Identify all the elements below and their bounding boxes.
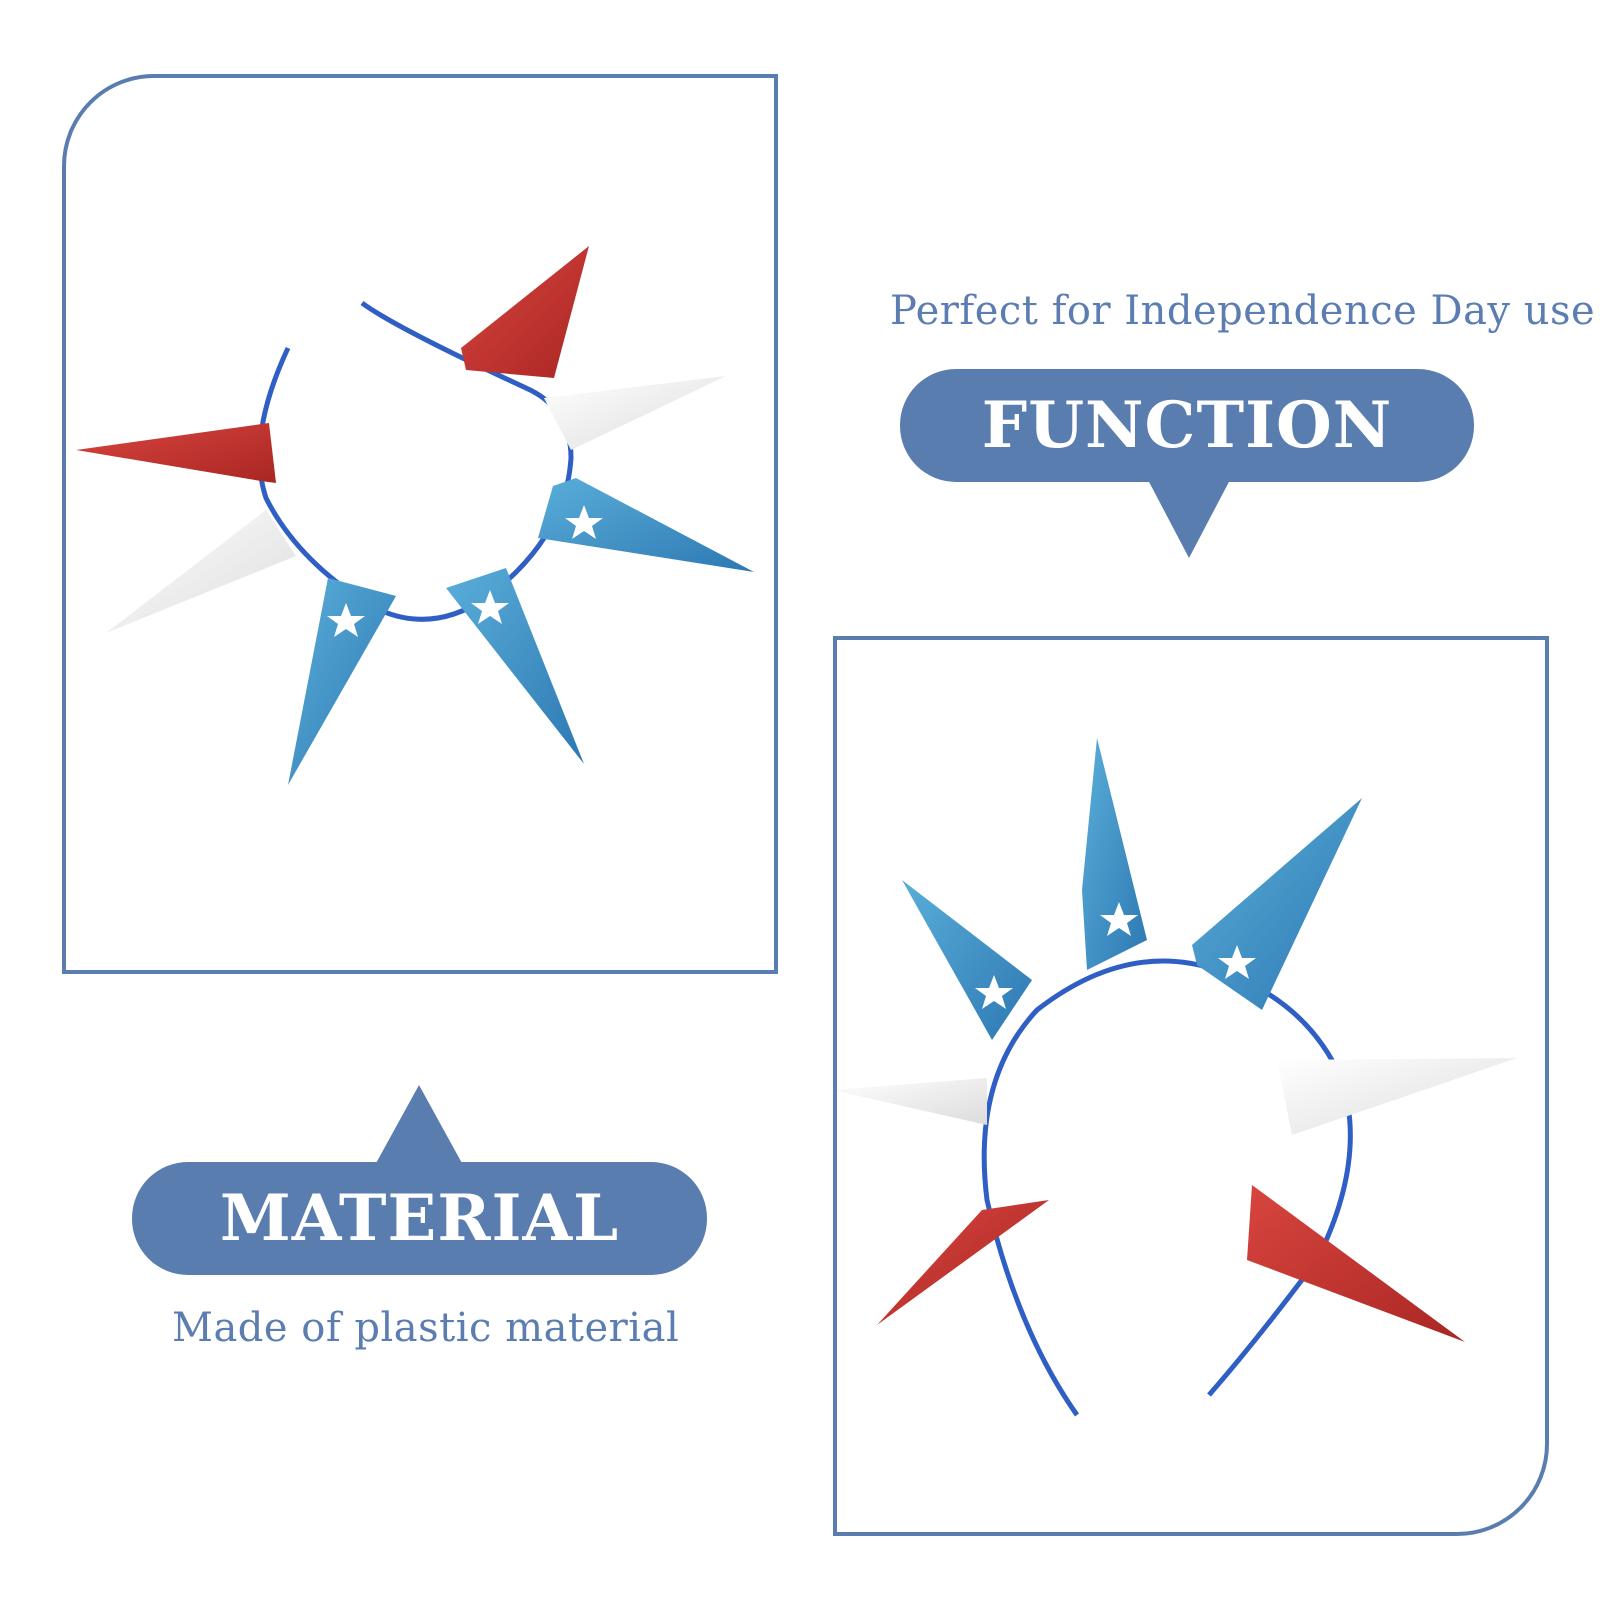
blue-flag bbox=[538, 478, 754, 572]
star-icons bbox=[975, 902, 1256, 1009]
function-pointer bbox=[1147, 478, 1231, 558]
material-caption: Made of plastic material bbox=[172, 1305, 680, 1351]
blue-flag bbox=[446, 568, 584, 764]
headband-flat-illustration bbox=[76, 246, 754, 785]
product-photo-flat bbox=[62, 74, 778, 974]
star-icon bbox=[1218, 945, 1256, 979]
material-pointer bbox=[375, 1085, 463, 1165]
star-icon bbox=[1100, 902, 1138, 936]
blue-flag bbox=[288, 578, 396, 785]
product-photo-front bbox=[833, 636, 1549, 1536]
red-flag bbox=[1247, 1185, 1465, 1342]
red-flag bbox=[461, 246, 589, 378]
star-icon bbox=[471, 590, 509, 624]
material-heading-badge: MATERIAL bbox=[132, 1162, 707, 1275]
headband-wire bbox=[981, 958, 1353, 1417]
star-icon bbox=[565, 505, 603, 539]
red-flag bbox=[877, 1200, 1049, 1325]
headband-front-illustration bbox=[837, 738, 1517, 1417]
white-flag bbox=[544, 376, 726, 450]
function-heading-badge: FUNCTION bbox=[900, 369, 1474, 482]
white-flag bbox=[837, 1078, 987, 1125]
star-icons bbox=[327, 505, 603, 637]
blue-flag bbox=[1082, 738, 1147, 970]
material-heading: MATERIAL bbox=[219, 1181, 620, 1256]
white-flag bbox=[1277, 1058, 1517, 1135]
function-caption: Perfect for Independence Day use bbox=[890, 288, 1596, 334]
star-icon bbox=[327, 603, 365, 637]
red-flag bbox=[76, 423, 276, 483]
function-heading: FUNCTION bbox=[981, 388, 1393, 463]
white-flag bbox=[106, 510, 296, 633]
blue-flag bbox=[902, 880, 1032, 1040]
star-icon bbox=[975, 975, 1013, 1009]
blue-flag bbox=[1192, 798, 1362, 1010]
